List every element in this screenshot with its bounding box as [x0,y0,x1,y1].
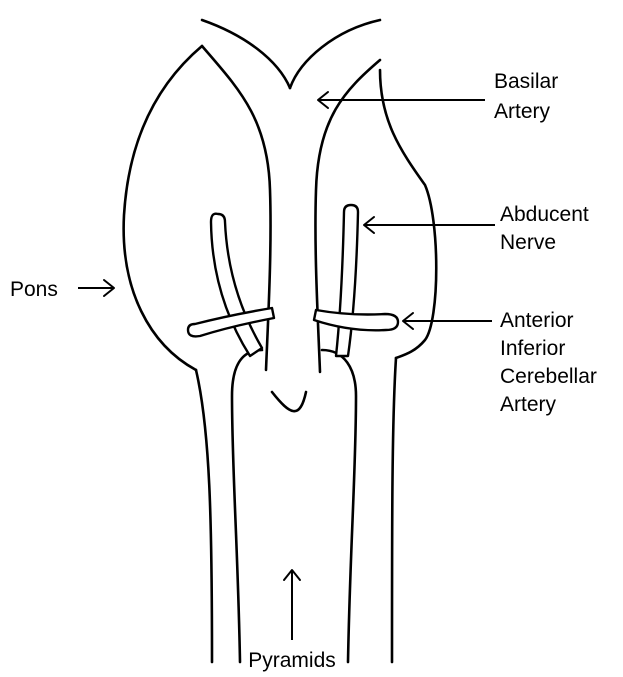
pyramid-right-outer [322,350,356,662]
upper-peduncle-left [202,20,290,88]
basilar-artery-label-line-2: Artery [494,100,551,123]
pons-label: Pons [10,278,58,301]
medulla-outline-left [196,370,212,662]
pons-arrow [78,280,114,296]
basilar-artery-arrow [318,92,485,108]
pyramids-arrow [284,570,300,640]
abducent-nerve-label-line-1: Abducent [500,203,589,226]
aica-label-line-4: Artery [500,393,557,416]
medulla-outline-right [392,358,396,662]
aica-label-line-3: Cerebellar [500,365,597,388]
pyramids-label: Pyramids [248,649,336,672]
aica-label: Anterior Inferior Cerebellar Artery [500,309,603,416]
upper-peduncle-right [290,20,380,88]
pyramid-median-fissure [272,392,306,411]
basilar-artery-label: Basilar Artery [494,70,564,123]
abducent-nerve-label: Abducent Nerve [500,203,595,254]
abducent-nerve-left [211,214,262,356]
aica-label-line-2: Inferior [500,337,565,360]
abducent-nerve-arrow [364,217,495,233]
aica-label-line-1: Anterior [500,309,574,332]
basilar-artery-label-line-1: Basilar [494,70,558,93]
aica-right [314,310,398,330]
abducent-nerve-label-line-2: Nerve [500,231,556,254]
pyramid-left-outer [232,350,262,662]
pons-outline-left [124,46,202,370]
aica-arrow [403,313,492,329]
abducent-nerve-right [336,205,358,356]
